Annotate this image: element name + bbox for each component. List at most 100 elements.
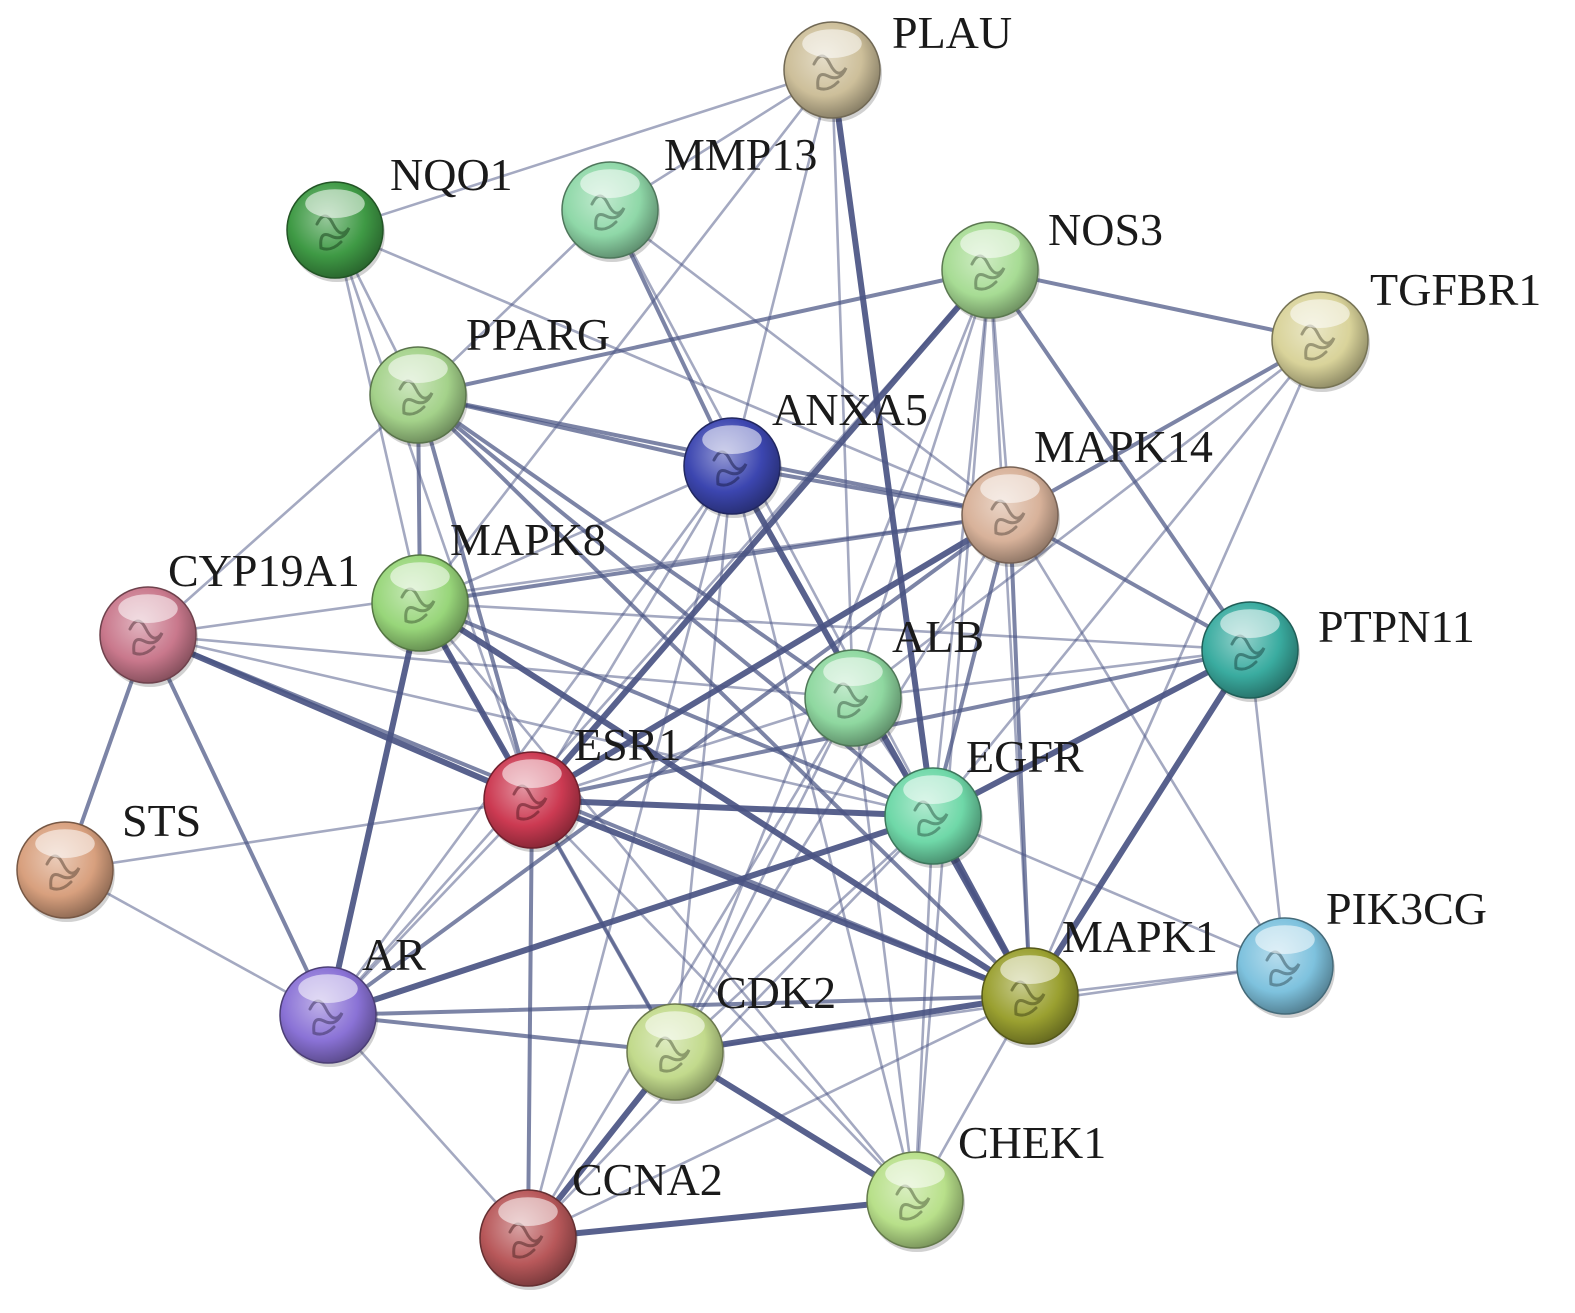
label-ccna2: CCNA2: [572, 1154, 723, 1205]
node-highlight: [980, 474, 1040, 503]
edge-mapk14-egfr: [931, 513, 1012, 818]
edge-nos3-esr1: [529, 267, 993, 803]
edge-ptpn11-pik3cg: [1248, 648, 1287, 968]
node-ccna2[interactable]: [479, 1189, 578, 1290]
label-pparg: PPARG: [466, 309, 610, 360]
edge-egfr-ar: [325, 813, 936, 1018]
node-mapk14[interactable]: [961, 466, 1060, 567]
protein-structure-icon: [913, 800, 949, 837]
edge-nqo1-esr1: [333, 228, 534, 802]
node-highlight: [1220, 609, 1280, 638]
node-highlight: [35, 829, 95, 858]
edge-anxa5-mapk8: [418, 464, 734, 605]
edge-egfr-chek1: [913, 814, 935, 1202]
node-highlight: [1000, 955, 1060, 984]
edge-nos3-tgfbr1: [988, 268, 1322, 342]
edge-nos3-ptpn11: [988, 268, 1252, 652]
edge-nos3-alb: [851, 268, 992, 700]
label-cyp19a1: CYP19A1: [168, 545, 360, 596]
edge-ar-cdk2: [326, 1013, 677, 1054]
node-pik3cg[interactable]: [1236, 917, 1335, 1018]
edge-alb-cdk2: [673, 696, 855, 1054]
edge-egfr-ccna2: [526, 814, 935, 1240]
node-nqo1[interactable]: [286, 181, 385, 282]
node-ptpn11[interactable]: [1201, 601, 1300, 702]
protein-structure-icon: [128, 619, 164, 656]
edge-tgfbr1-egfr: [931, 338, 1322, 818]
protein-structure-icon: [1265, 950, 1301, 987]
node-plau[interactable]: [783, 21, 882, 122]
label-chek1: CHEK1: [958, 1117, 1106, 1168]
edge-ptpn11-mapk1: [1027, 647, 1253, 999]
label-nqo1: NQO1: [390, 149, 513, 200]
node-highlight: [1290, 299, 1350, 328]
edge-tgfbr1-alb: [851, 338, 1322, 700]
edge-alb-ccna2: [526, 696, 855, 1240]
edge-egfr-pik3cg: [931, 814, 1287, 968]
protein-structure-icon: [398, 379, 434, 416]
node-anxa5[interactable]: [683, 417, 782, 518]
node-highlight: [390, 562, 450, 591]
edge-cyp19a1-ar: [146, 633, 330, 1017]
edge-ptpn11-egfr: [930, 647, 1253, 819]
node-highlight: [702, 425, 762, 454]
protein-structure-icon: [508, 1222, 544, 1259]
node-highlight: [388, 354, 448, 383]
label-esr1: ESR1: [574, 719, 681, 770]
node-tgfbr1[interactable]: [1271, 291, 1370, 392]
protein-structure-icon: [1010, 980, 1046, 1017]
edge-anxa5-ar: [326, 464, 734, 1017]
node-highlight: [885, 1159, 945, 1188]
edge-mapk14-pik3cg: [1008, 513, 1287, 968]
label-nos3: NOS3: [1048, 204, 1163, 255]
node-mmp13[interactable]: [561, 161, 660, 262]
node-cdk2[interactable]: [626, 1003, 725, 1104]
node-chek1[interactable]: [866, 1151, 965, 1252]
label-cdk2: CDK2: [716, 967, 836, 1018]
edge-mapk14-esr1: [529, 512, 1013, 803]
node-pparg[interactable]: [369, 346, 468, 447]
protein-structure-icon: [970, 254, 1006, 291]
protein-structure-icon: [400, 587, 436, 624]
node-esr1[interactable]: [483, 751, 582, 852]
protein-structure-icon: [1300, 324, 1336, 361]
label-mmp13: MMP13: [664, 129, 817, 180]
edge-esr1-sts: [63, 798, 534, 872]
protein-structure-icon: [655, 1036, 691, 1073]
edge-plau-nqo1: [333, 68, 834, 232]
label-ar: AR: [362, 929, 426, 980]
node-highlight: [903, 775, 963, 804]
protein-structure-icon: [45, 854, 81, 891]
edge-mapk14-mapk1: [1008, 513, 1032, 998]
node-highlight: [305, 189, 365, 219]
node-highlight: [645, 1011, 705, 1040]
node-egfr[interactable]: [884, 767, 983, 868]
node-highlight: [498, 1197, 558, 1226]
node-cyp19a1[interactable]: [99, 586, 198, 687]
edge-esr1-chek1: [530, 798, 917, 1202]
node-mapk1[interactable]: [981, 947, 1080, 1048]
edge-plau-alb: [830, 68, 855, 700]
node-mapk8[interactable]: [371, 554, 470, 655]
node-highlight: [298, 974, 358, 1003]
protein-structure-icon: [590, 194, 626, 231]
edge-cyp19a1-egfr: [146, 633, 935, 818]
edge-alb-chek1: [851, 696, 917, 1202]
node-sts[interactable]: [16, 821, 115, 922]
edge-nos3-pparg: [416, 268, 992, 397]
edge-mapk1-cdk2: [672, 993, 1033, 1055]
node-alb[interactable]: [804, 649, 903, 750]
edge-tgfbr1-mapk1: [1028, 338, 1322, 998]
label-mapk14: MAPK14: [1034, 421, 1213, 472]
protein-structure-icon: [833, 682, 869, 719]
edge-anxa5-ccna2: [526, 464, 734, 1240]
edge-mapk14-cdk2: [673, 513, 1012, 1054]
node-ar[interactable]: [279, 966, 378, 1067]
edge-pparg-cyp19a1: [146, 393, 420, 637]
edge-sts-ar: [63, 868, 330, 1017]
edge-nqo1-mapk14: [333, 228, 1012, 517]
edge-mapk8-ptpn11: [418, 601, 1252, 652]
node-nos3[interactable]: [941, 221, 1040, 322]
